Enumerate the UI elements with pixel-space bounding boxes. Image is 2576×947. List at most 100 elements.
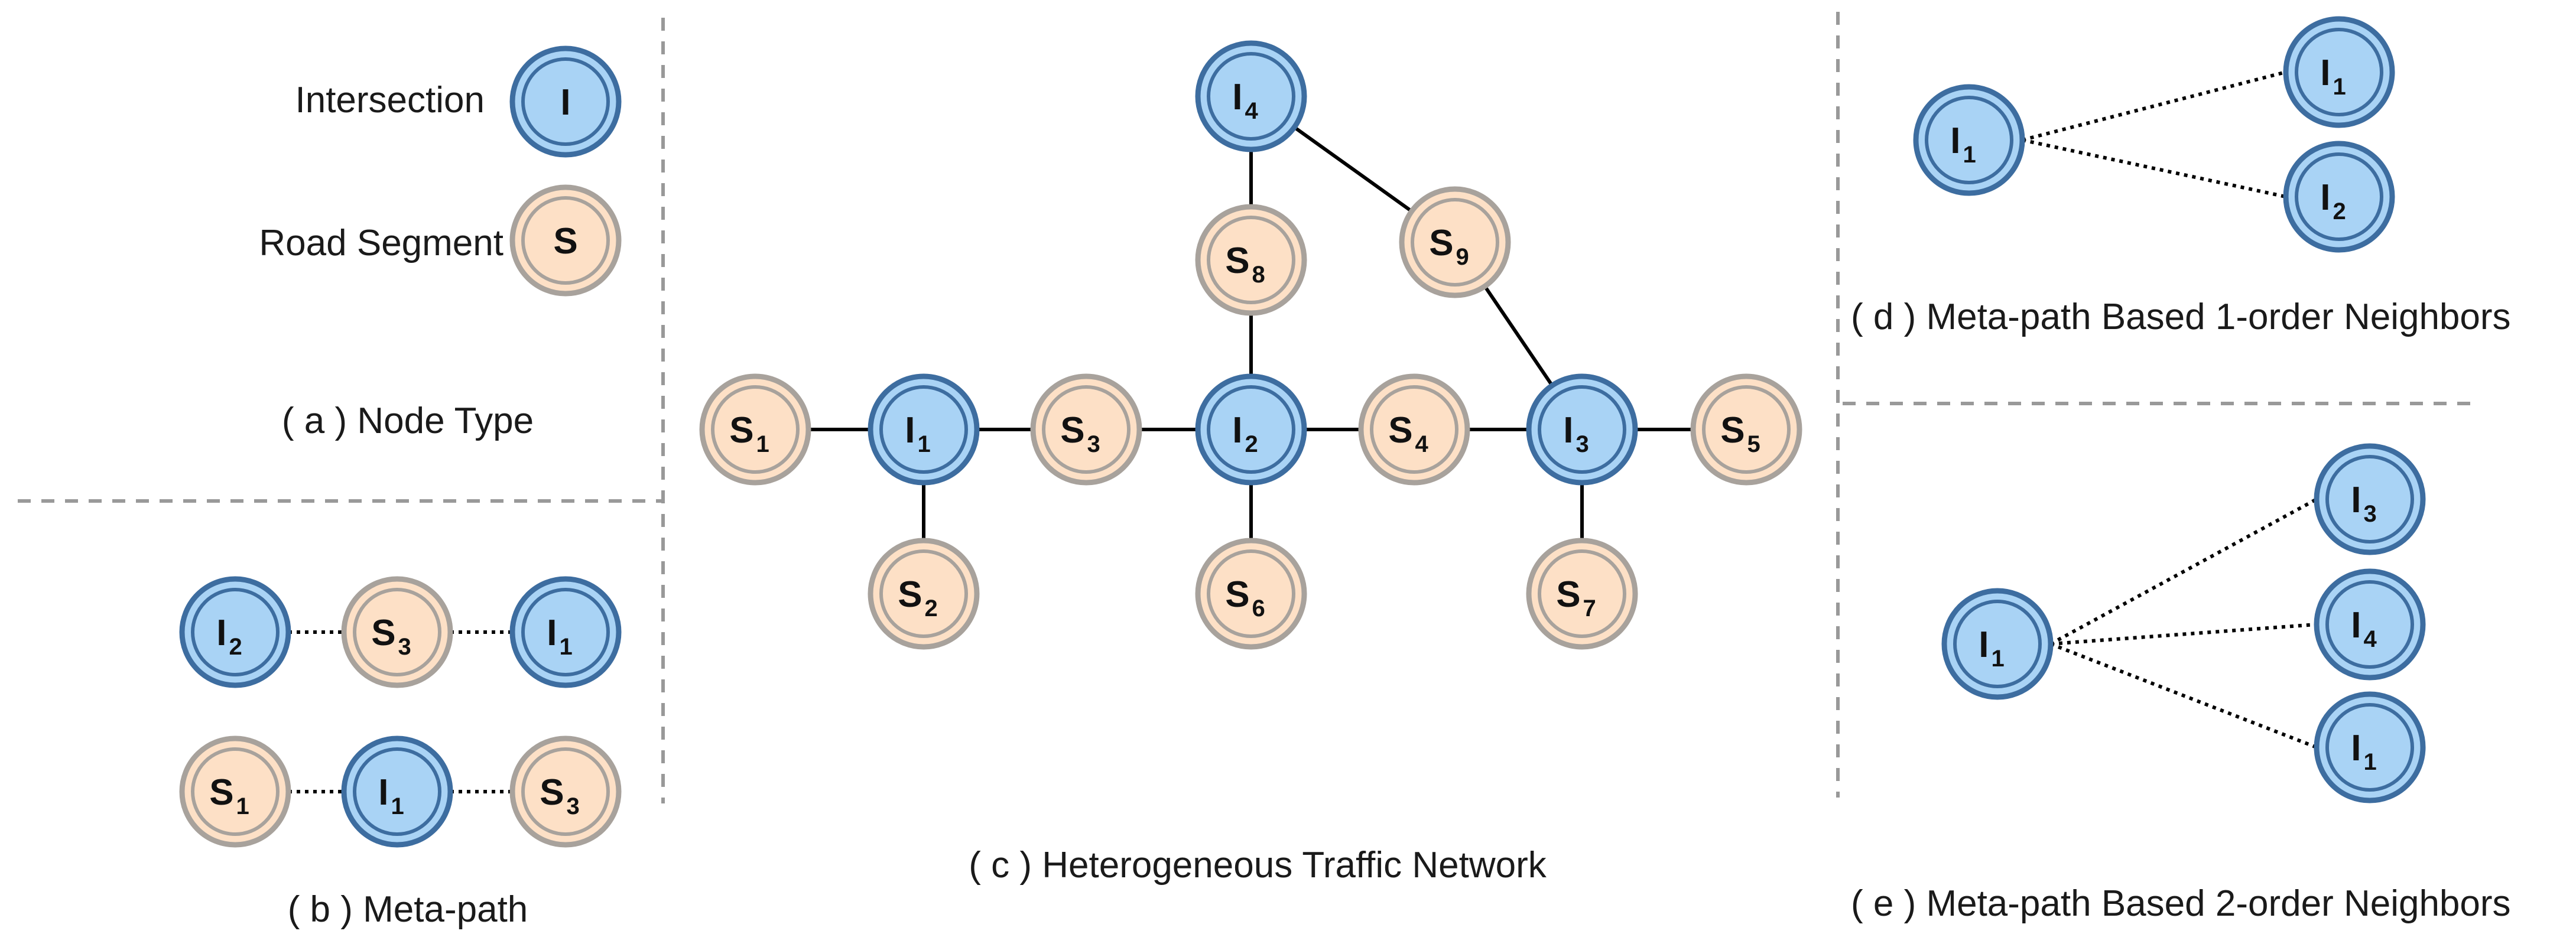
node-subscript: 3 <box>398 634 411 660</box>
node-inner-ring <box>2325 455 2414 544</box>
node-outer-ring <box>2283 16 2395 128</box>
node-subscript: 4 <box>1245 98 1258 124</box>
node-outer-ring <box>868 538 980 650</box>
node-subscript: 2 <box>1245 431 1258 457</box>
node-outer-ring <box>1399 186 1511 298</box>
node-inner-ring <box>879 385 968 474</box>
neighbor-edge <box>2050 623 2317 646</box>
node-inner-ring <box>1953 600 2042 688</box>
legend-intersection-node: I <box>509 45 622 158</box>
node-subscript: 4 <box>2363 626 2377 652</box>
node-inner-ring <box>2295 28 2383 116</box>
node-subscript: 1 <box>2363 749 2376 775</box>
panel-node-type: Intersection I Road Segment S ( a ) Node… <box>259 45 622 441</box>
node-inner-ring <box>521 747 610 836</box>
node-inner-ring <box>1538 385 1626 474</box>
node-subscript: 1 <box>756 431 769 457</box>
node-outer-ring <box>1941 588 2054 700</box>
caption-c: ( c ) Heterogeneous Traffic Network <box>969 845 1547 886</box>
node-inner-ring <box>1411 198 1499 287</box>
node-subscript: 1 <box>559 634 572 660</box>
node-outer-ring <box>1195 538 1307 650</box>
node-outer-ring <box>1195 204 1307 316</box>
node-inner-ring <box>1207 549 1295 638</box>
node-inner-ring <box>879 549 968 638</box>
node-inner-ring <box>521 196 610 285</box>
node-outer-ring <box>509 576 622 688</box>
caption-d: ( d ) Meta-path Based 1-order Neighbors <box>1851 297 2511 337</box>
node-outer-ring <box>699 373 811 486</box>
node-outer-ring <box>509 45 622 158</box>
node-inner-ring <box>1370 385 1458 474</box>
node-outer-ring <box>2314 568 2426 681</box>
node-outer-ring <box>1526 538 1638 650</box>
caption-e: ( e ) Meta-path Based 2-order Neighbors <box>1851 883 2511 924</box>
node-label: I <box>560 82 570 123</box>
node-inner-ring <box>191 747 280 836</box>
intersection-node-icon: I <box>509 45 622 158</box>
node-inner-ring <box>711 385 800 474</box>
node-outer-ring <box>1690 373 1802 486</box>
legend-segment-label: Road Segment <box>259 223 503 263</box>
node-inner-ring <box>1207 216 1295 304</box>
node-inner-ring <box>1207 385 1295 474</box>
node-subscript: 7 <box>1583 595 1596 621</box>
node-subscript: 4 <box>1415 431 1429 457</box>
network-edges <box>755 95 1746 594</box>
node-outer-ring <box>868 373 980 486</box>
node-outer-ring <box>179 576 291 688</box>
node-subscript: 1 <box>1991 646 2004 672</box>
neighbor-edge <box>2049 642 2318 749</box>
node-inner-ring <box>1702 385 1791 474</box>
node-inner-ring <box>2295 152 2383 241</box>
node-outer-ring <box>1526 373 1638 486</box>
node-outer-ring <box>1195 40 1307 152</box>
node-subscript: 1 <box>391 793 404 819</box>
node-subscript: 6 <box>1252 595 1265 621</box>
neighbor-edge <box>2022 70 2286 142</box>
node-inner-ring <box>1538 549 1626 638</box>
node-outer-ring <box>1030 373 1142 486</box>
node-subscript: 1 <box>236 793 249 819</box>
node-subscript: 3 <box>2363 501 2376 527</box>
node-subscript: 5 <box>1747 431 1760 457</box>
node-inner-ring <box>1042 385 1131 474</box>
node-inner-ring <box>521 57 610 146</box>
segment-node-icon: S <box>509 184 622 297</box>
node-outer-ring <box>509 736 622 848</box>
node-subscript: 3 <box>1576 431 1589 457</box>
node-outer-ring <box>509 184 622 297</box>
legend-intersection-label: Intersection <box>295 80 485 121</box>
